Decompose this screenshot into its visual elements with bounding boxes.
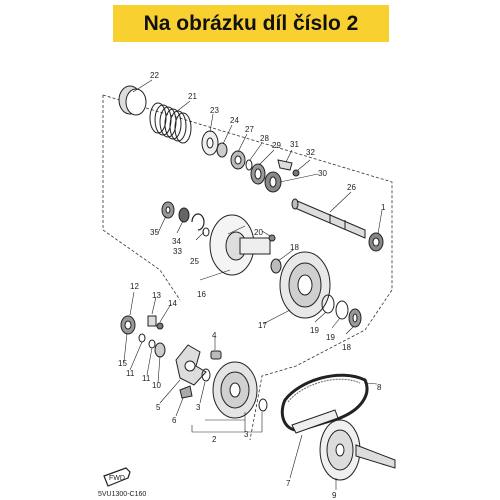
part-number-banner: Na obrázku díl číslo 2 [113,5,389,42]
part-9-pulley [319,419,396,481]
callout-14: 14 [168,299,177,308]
assembly-outline [102,94,393,441]
callout-10: 10 [152,381,161,390]
part-27-bearing [230,150,246,170]
part-29-bearing [250,163,266,185]
callout-20: 20 [254,228,263,237]
callout-11b: 11 [142,374,151,383]
callout-33: 33 [173,247,182,256]
part-4-roller [210,350,222,360]
part-18-bearing [348,308,362,328]
callout-4: 4 [212,331,217,340]
part-33-circlip [191,213,205,231]
part-2-movable-sheave [212,361,258,419]
part-5-spider [175,344,207,386]
part-19-seal-b [335,300,349,320]
part-18-collar [270,258,282,274]
part-17-sliding-sheave [279,251,331,319]
part-30-bearing [264,171,282,193]
part-19-seal-a [321,294,335,314]
callout-30: 30 [318,169,327,178]
part-15-bearing [120,315,136,335]
callout-22: 22 [150,71,159,80]
part-20-pin [268,234,276,242]
callout-18a: 18 [290,243,299,252]
callout-21: 21 [188,92,197,101]
callout-15: 15 [118,359,127,368]
callout-3b: 3 [244,430,249,439]
callout-19b: 19 [326,333,335,342]
part-16-fixed-sheave [209,214,271,276]
assembly-outline-left [102,95,181,301]
part-14-bolt [156,322,164,330]
callout-6: 6 [172,416,177,425]
callout-25: 25 [190,257,199,266]
callout-29: 29 [272,141,281,150]
part-11-ring-b [148,339,156,349]
part-22-cup [118,85,147,116]
part-34-seal [178,207,190,223]
callout-13: 13 [152,291,161,300]
part-13-block [147,315,157,327]
callout-1: 1 [381,203,386,212]
part-3-roller-a [201,368,211,382]
part-26-shaft [291,198,366,239]
callout-3a: 3 [196,403,201,412]
part-3-roller-b [258,398,268,412]
part-24-collar [216,142,228,158]
banner-text: Na obrázku díl číslo 2 [143,11,359,35]
callout-28: 28 [260,134,269,143]
callout-31: 31 [290,140,299,149]
part-10-collar [154,342,166,358]
part-25-oring [202,227,210,237]
part-28-circlip [245,159,253,171]
part-35-bearing [161,201,175,219]
part-7-hub [291,409,339,434]
callout-19a: 19 [310,326,319,335]
callout-18b: 18 [342,343,351,352]
callout-26: 26 [347,183,356,192]
part-31-bracket [277,159,293,171]
part-23-washer [201,130,219,156]
callout-8: 8 [377,383,382,392]
callout-24: 24 [230,116,239,125]
callout-34: 34 [172,237,181,246]
part-6-slider [179,385,193,399]
part-1-bearing [368,232,384,252]
callout-2: 2 [212,435,217,444]
fwd-arrow-icon: FWD [103,467,131,487]
leader-lines [123,79,383,490]
callout-16: 16 [197,290,206,299]
callout-32: 32 [306,148,315,157]
callout-35: 35 [150,228,159,237]
part-32-bolt [292,169,300,177]
part-11-ring-a [138,333,146,343]
diagram-code: 5VU1300-C160 [98,491,146,498]
callout-17: 17 [258,321,267,330]
fwd-label: FWD [109,475,125,482]
callout-7: 7 [286,479,291,488]
callout-labels: 22 21 23 24 27 28 29 31 32 30 26 1 35 34… [118,71,386,500]
callout-12: 12 [130,282,139,291]
callout-27: 27 [245,125,254,134]
part-8-drive-belt [280,373,369,432]
part-21-spring [149,102,192,144]
callout-5: 5 [156,403,161,412]
callout-9: 9 [332,491,337,500]
callout-11a: 11 [126,369,135,378]
callout-23: 23 [210,106,219,115]
